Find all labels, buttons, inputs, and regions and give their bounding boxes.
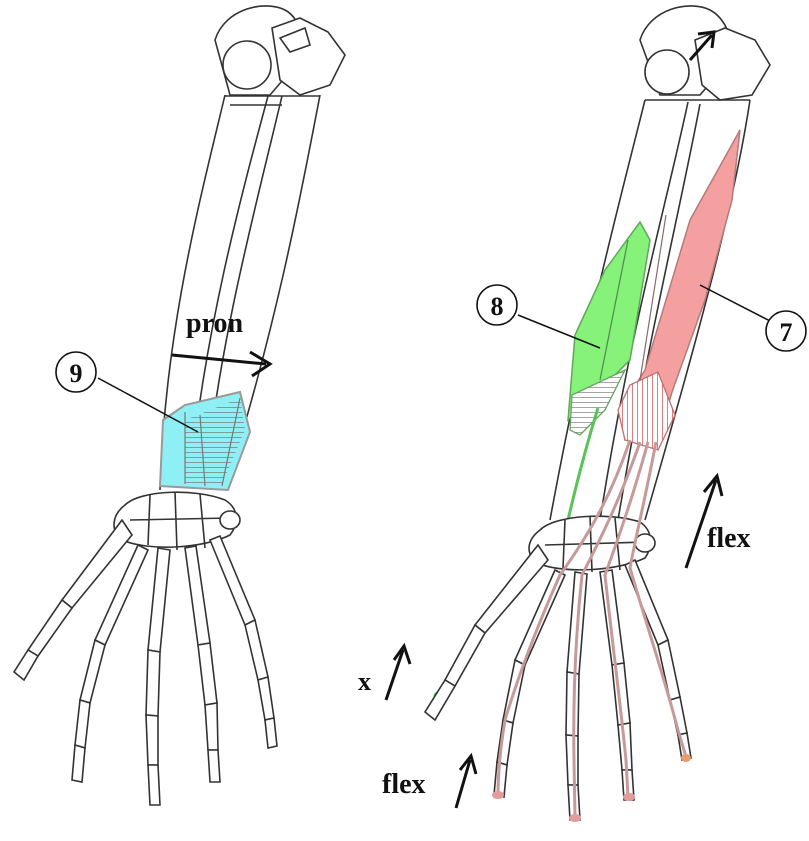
- left-fingers: [14, 520, 277, 805]
- edge-fragment-label: x: [358, 667, 371, 696]
- left-radial-head: [223, 41, 271, 89]
- left-arm: pron 9: [14, 6, 345, 805]
- right-arm: 8 7 flex x flex: [358, 6, 806, 822]
- right-ulna-olecranon: [695, 28, 770, 100]
- finger-flexion-arrow: [686, 476, 722, 568]
- label-7: 7: [780, 318, 793, 347]
- label-8: 8: [491, 292, 504, 321]
- left-ulna-olecranon: [272, 18, 345, 95]
- finger-flexion-label: flex: [707, 523, 751, 554]
- pronation-label: pron: [186, 308, 243, 339]
- right-forearm-outline: [550, 100, 750, 520]
- thumb-flexion-label: flex: [382, 769, 426, 800]
- label-9: 9: [70, 359, 83, 388]
- right-radial-head: [645, 50, 689, 94]
- thumb-flex-arrow: [456, 756, 476, 808]
- thumb-flexion-arrow: [386, 646, 410, 700]
